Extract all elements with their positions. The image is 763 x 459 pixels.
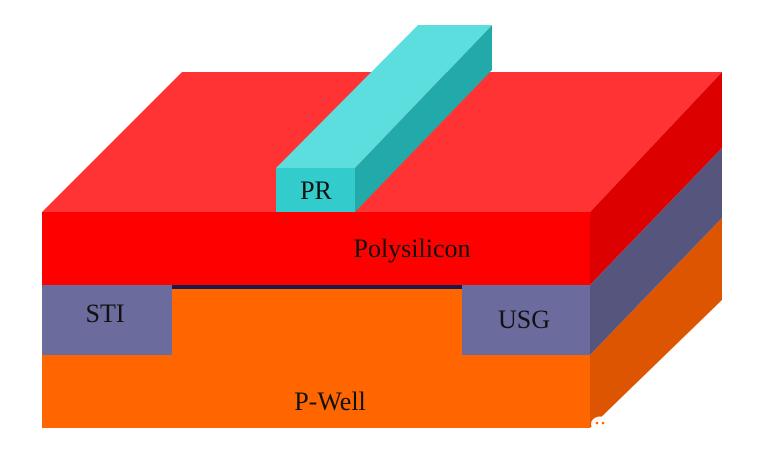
- pr-label: PR: [300, 176, 332, 205]
- polysilicon-label: Polysilicon: [353, 234, 470, 263]
- sti-front-face: [42, 285, 172, 355]
- pr-side-face: [355, 25, 492, 212]
- pwell-front-face: [42, 355, 590, 428]
- pr-front-face: [276, 168, 355, 212]
- polysilicon-side-face: [590, 72, 722, 285]
- gate-oxide-line: [172, 284, 462, 289]
- wechat-icon: [591, 416, 616, 435]
- usg-label: USG: [498, 305, 550, 334]
- oxide-side-face: [590, 148, 722, 355]
- pwell-label: P-Well: [294, 387, 366, 416]
- usg-front-face: [462, 285, 590, 355]
- watermark-text: 卢克任工作室: [618, 416, 720, 436]
- pwell-side-face: [590, 218, 722, 428]
- sti-label: STI: [86, 299, 125, 328]
- pwell-channel-region: [172, 288, 462, 355]
- polysilicon-front-face: [42, 212, 590, 285]
- pr-top-face: [276, 25, 492, 168]
